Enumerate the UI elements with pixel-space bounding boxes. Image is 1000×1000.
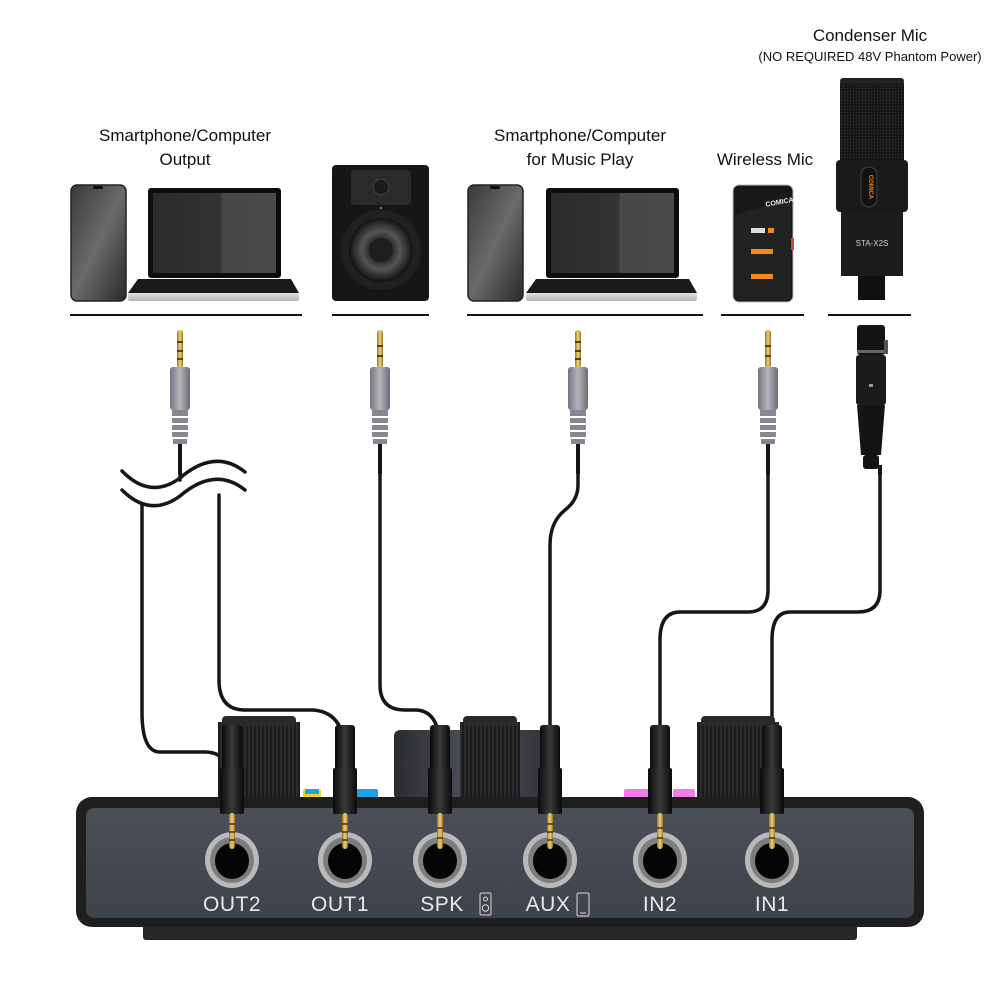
phone-icon [576,892,590,917]
jack-in2[interactable] [633,832,687,888]
knob-center[interactable] [460,722,520,802]
smartphone-output [70,184,127,302]
port-label-out2: OUT2 [202,893,262,916]
laptop-music [526,188,697,301]
port-label-aux: AUX [525,893,571,916]
jacks [205,832,799,888]
speaker-icon [479,892,492,916]
plug-spk [428,725,452,849]
laptop-output [128,188,299,301]
port-label-out1: OUT1 [310,893,370,916]
smartphone-music [467,184,524,302]
shelf-music-device [467,314,703,316]
plug-in1 [760,725,784,849]
cable-break-icon [120,459,247,508]
plug-top-output [170,330,190,474]
caption-condenser-line2: (NO REQUIRED 48V Phantom Power) [758,49,982,64]
plug-top-wireless [758,330,778,474]
jack-spk[interactable] [413,832,467,888]
plug-top-speaker [370,330,390,474]
caption-output-line1: Smartphone/Computer [99,126,271,145]
shelf-wireless-mic [721,314,804,316]
wireless-mic-brand: COMICA [765,197,794,209]
speaker-monitor [332,165,429,301]
shelf-condenser-mic [828,314,911,316]
shelf-speaker [332,314,429,316]
audio-interface [76,716,924,940]
condenser-mic-model: STA-X2S [856,239,889,248]
port-label-spk: SPK [420,893,464,916]
plug-out2 [220,725,244,849]
interface-panel [86,808,914,918]
plug-in2 [648,725,672,849]
caption-condenser-mic: Condenser Mic (NO REQUIRED 48V Phantom P… [750,24,990,66]
plug-out1 [333,725,357,849]
condenser-mic-brand: COMICA [867,175,873,200]
jack-out1[interactable] [318,832,372,888]
shelf-output-device [70,314,302,316]
port-label-in2: IN2 [642,893,678,916]
cable-in1 [770,468,882,802]
caption-music-line2: for Music Play [526,150,634,169]
inserted-plugs [220,725,784,849]
accent-tab-yellow [303,790,321,799]
jack-in1[interactable] [745,832,799,888]
caption-music-device: Smartphone/Computer for Music Play [480,124,680,172]
caption-condenser-line1: Condenser Mic [812,26,928,45]
xlr-connector [856,325,888,475]
jack-aux[interactable] [523,832,577,888]
caption-music-line1: Smartphone/Computer [494,126,666,145]
cable-aux [548,468,580,802]
condenser-mic: COMICA STA-X2S [836,78,908,300]
caption-output-line2: Output [159,150,211,169]
caption-output-device: Smartphone/Computer Output [85,124,285,172]
accent-tab-blue [352,789,378,799]
cable-in2 [658,468,770,802]
caption-wireless-line1: Wireless Mic [716,150,814,169]
caption-wireless-mic: Wireless Mic [700,148,830,172]
jack-out2[interactable] [205,832,259,888]
wireless-mic-receiver: COMICA [732,184,794,303]
plug-top-music [568,330,588,474]
port-label-in1: IN1 [754,893,790,916]
plug-aux [538,725,562,849]
accent-tab-pink [624,789,650,799]
